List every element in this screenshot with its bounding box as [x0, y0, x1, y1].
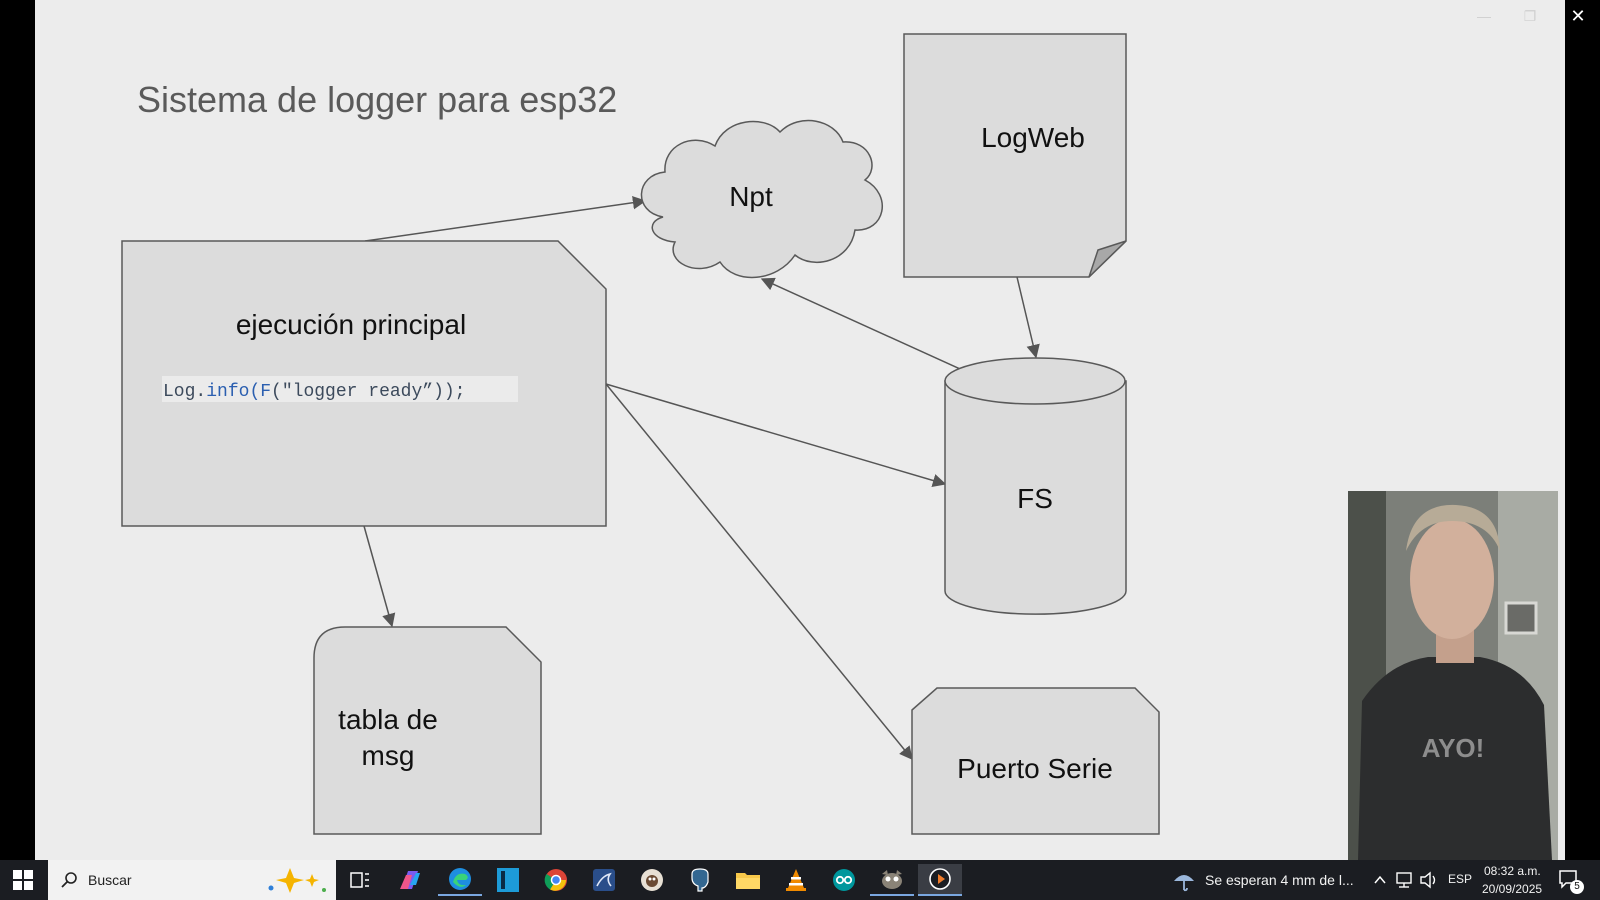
minimize-button[interactable]: —: [1477, 8, 1491, 24]
arrow-main-to-fs: [605, 383, 947, 488]
database-workbench-icon[interactable]: [582, 864, 626, 896]
restore-button[interactable]: ❐: [1523, 8, 1537, 24]
logger-diagram: Sistema de logger para esp32 ejecución p…: [121, 33, 1160, 835]
clock-time[interactable]: 08:32 a.m.: [1484, 864, 1541, 878]
code-highlight: [162, 376, 518, 402]
input-language[interactable]: ESP: [1448, 872, 1473, 886]
network-icon[interactable]: [1395, 871, 1415, 889]
close-button[interactable]: ✕: [1570, 6, 1586, 26]
logweb-label: LogWeb: [981, 122, 1085, 153]
presentation-slide: Sistema de logger para esp32 ejecución p…: [35, 0, 1565, 860]
svg-text:AYO!: AYO!: [1422, 733, 1485, 763]
media-player-icon[interactable]: [918, 864, 962, 896]
fs-cylinder-node: FS: [944, 357, 1127, 615]
main-execution-node: ejecución principal Log.info(F("logger r…: [121, 240, 607, 527]
windows-logo-icon: [13, 870, 33, 890]
gimp-icon[interactable]: [870, 864, 914, 896]
arduino-icon[interactable]: [822, 864, 866, 896]
notification-count-badge: 5: [1570, 880, 1584, 894]
vlc-icon[interactable]: [774, 864, 818, 896]
task-view-icon[interactable]: [338, 864, 382, 896]
dbeaver-icon[interactable]: [630, 864, 674, 896]
code-snippet: Log.info(F("logger ready”));: [163, 382, 465, 402]
edge-browser-icon[interactable]: [438, 864, 482, 896]
start-button[interactable]: [0, 864, 46, 896]
copilot-icon[interactable]: [388, 864, 432, 896]
tabla-label-line2: msg: [362, 740, 415, 771]
search-placeholder: Buscar: [88, 872, 132, 888]
tabla-label-line1: tabla de: [338, 704, 438, 735]
taskbar-search-box[interactable]: Buscar: [48, 860, 336, 900]
rain-umbrella-icon: [1174, 875, 1194, 892]
windows-taskbar: Buscar: [0, 860, 1600, 900]
arrow-main-to-npt: [364, 196, 647, 242]
puerto-serie-node: Puerto Serie: [911, 687, 1160, 835]
clock-date[interactable]: 20/09/2025: [1482, 882, 1543, 896]
folded-corner-icon: [1088, 240, 1127, 278]
arrow-main-to-tabla: [363, 525, 396, 628]
volume-icon[interactable]: [1419, 871, 1439, 889]
npt-cloud-node: Npt: [640, 119, 883, 279]
arrow-main-to-puerto: [605, 383, 913, 761]
arrow-logweb-to-fs: [1016, 276, 1040, 359]
tabla-msg-node: tabla de msg: [313, 626, 542, 835]
pgadmin-elephant-icon[interactable]: [678, 864, 722, 896]
webcam-overlay: AYO!: [1348, 491, 1558, 860]
search-icon: [61, 872, 77, 888]
chevron-up-icon[interactable]: [1373, 874, 1387, 886]
notifications-icon[interactable]: [1558, 869, 1580, 891]
slide-title: Sistema de logger para esp32: [137, 79, 617, 120]
file-explorer-icon[interactable]: [726, 864, 770, 896]
fs-label: FS: [1017, 483, 1053, 514]
chrome-icon[interactable]: [534, 864, 578, 896]
npt-label: Npt: [729, 181, 773, 212]
person-silhouette: [1358, 657, 1552, 860]
main-node-label: ejecución principal: [236, 309, 466, 340]
code-editor-icon[interactable]: [486, 864, 530, 896]
logweb-document-node: LogWeb: [903, 33, 1127, 278]
weather-forecast-text[interactable]: Se esperan 4 mm de l...: [1205, 872, 1354, 888]
sparkle-icon: [268, 868, 326, 893]
puerto-label: Puerto Serie: [957, 753, 1113, 784]
cloud-icon: [640, 119, 883, 279]
